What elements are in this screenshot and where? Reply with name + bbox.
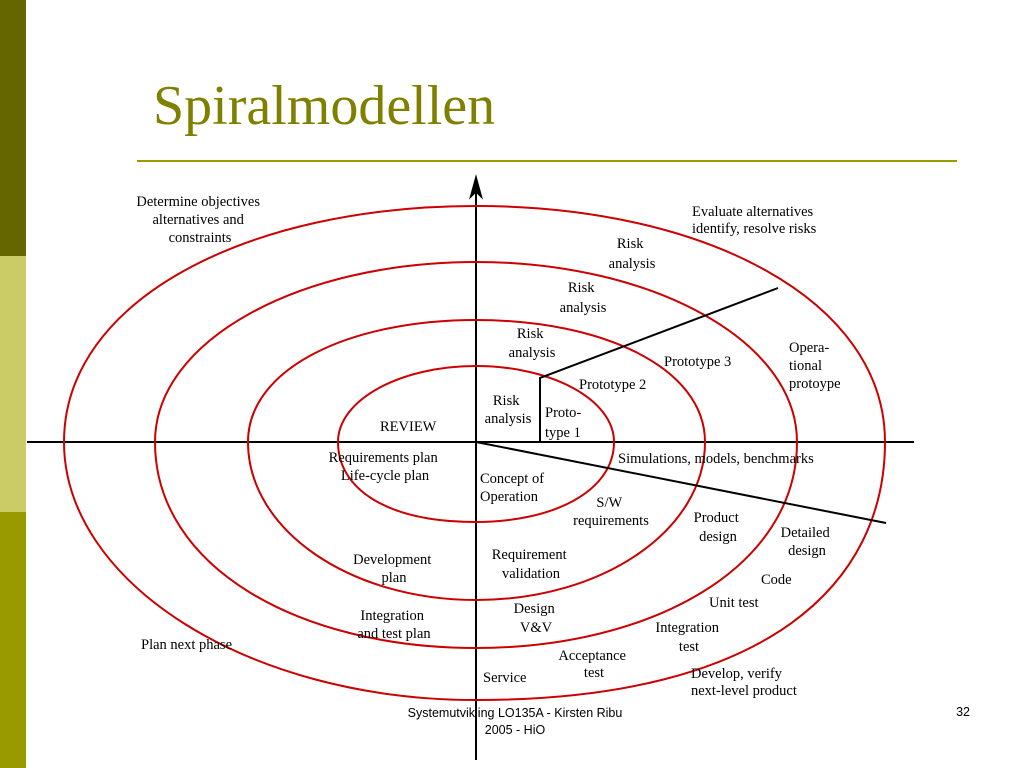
simulation-divider [475, 441, 887, 524]
service-label: Service [483, 670, 526, 686]
concept-of-operation-label: Concept of Operation [480, 471, 548, 505]
integration-test-plan-label: Integration and test plan [357, 608, 431, 642]
development-plan-label: Development plan [353, 552, 435, 586]
page-number: 32 [956, 705, 970, 719]
footer-year: 2005 - HiO [484, 723, 546, 737]
spiral-loop-2 [247, 318, 707, 602]
operational-prototype-label: Opera- tional protoype [789, 340, 841, 392]
slide-title: Spiralmodellen [153, 75, 496, 137]
spiral-loop-3 [154, 260, 799, 650]
requirements-plan-label: Requirements plan Life-cycle plan [329, 450, 442, 484]
prototype-1-label: Proto- type 1 [545, 405, 585, 441]
sw-requirements-label: S/W requirements [573, 495, 649, 529]
side-band-light [0, 256, 26, 512]
prototype-3-label: Prototype 3 [664, 354, 731, 370]
code-label: Code [761, 572, 792, 588]
product-design-label: Product design [694, 510, 743, 545]
unit-test-label: Unit test [709, 595, 759, 611]
detailed-design-label: Detailed design [781, 525, 834, 559]
side-band-dark [0, 0, 26, 256]
spiral-loop-4 [63, 204, 887, 702]
quadrant-bottom-right-label: Develop, verify next-level product [691, 666, 797, 699]
quadrant-top-right-label: Evaluate alternatives identify, resolve … [692, 204, 817, 237]
footer-credit: Systemutvikling LO135A - Kirsten Ribu 20… [360, 705, 670, 739]
risk-analysis-label: Risk analysis [609, 236, 656, 272]
spiral-loop-1 [337, 364, 616, 524]
risk-analysis-label: Risk analysis [560, 280, 607, 316]
simulations-label: Simulations, models, benchmarks [618, 451, 814, 467]
side-band-mid [0, 512, 26, 768]
prototype-2-label: Prototype 2 [579, 377, 646, 393]
design-vv-label: Design V&V [514, 601, 559, 636]
review-label: REVIEW [380, 419, 437, 435]
acceptance-test-label: Acceptance test [558, 648, 629, 681]
quadrant-top-left-label: Determine objectives alternatives and co… [136, 194, 263, 246]
footer-course: Systemutvikling LO135A - Kirsten Ribu [407, 706, 623, 720]
risk-analysis-label: Risk analysis [509, 326, 556, 361]
title-underline [137, 160, 957, 162]
risk-analysis-label: Risk analysis [485, 393, 532, 427]
quadrant-bottom-left-label: Plan next phase [141, 637, 232, 653]
requirement-validation-label: Requirement validation [492, 547, 571, 582]
axis-arrow-icon [469, 174, 483, 200]
integration-test-label: Integration test [655, 620, 722, 655]
prototype-divider [539, 287, 779, 442]
